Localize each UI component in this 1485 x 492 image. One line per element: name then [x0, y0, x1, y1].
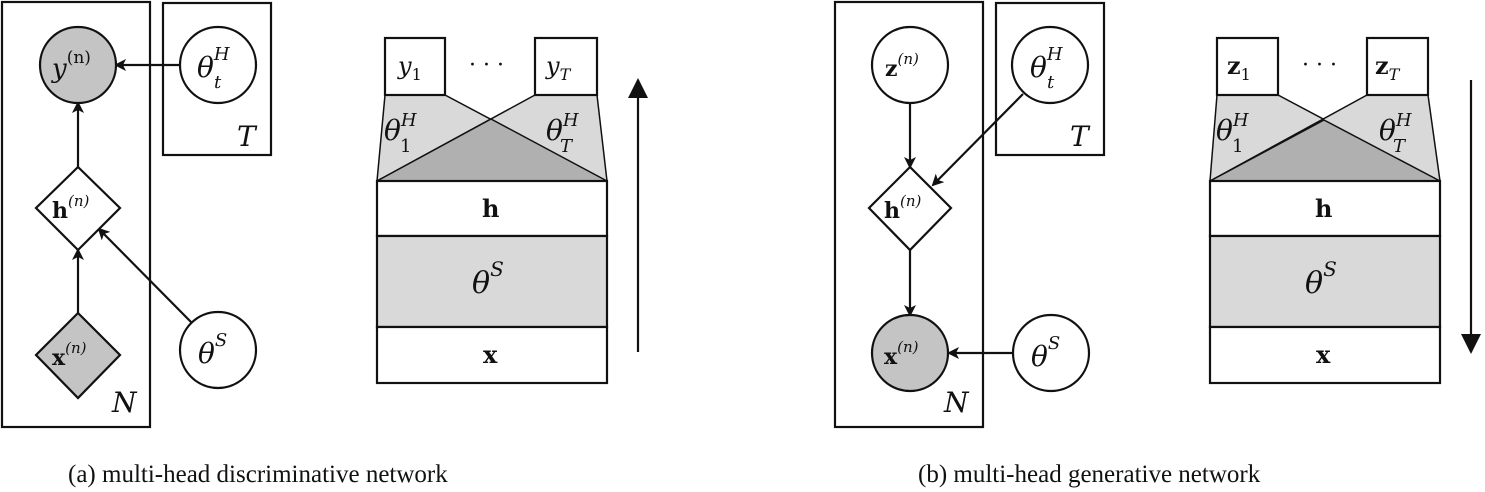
- plate-t-label: T: [1070, 120, 1091, 153]
- edge-theta-h-to-h: [931, 93, 1024, 187]
- stack-b: z1 zT · · · θH 1 θH T h θS x: [1208, 36, 1442, 385]
- ellipsis: · · ·: [1302, 53, 1337, 78]
- edge-theta-s-to-h: [97, 227, 192, 323]
- caption-a: (a) multi-head discriminative network: [68, 461, 448, 488]
- plate-t-label: T: [237, 120, 258, 153]
- node-x: x(n): [870, 313, 950, 393]
- node-theta-t-h: θH t: [178, 25, 258, 105]
- layer-shared: [375, 234, 609, 329]
- svg-text:θH: θH: [1216, 110, 1249, 147]
- svg-text:t: t: [1047, 72, 1055, 93]
- plate-n: [0, 0, 152, 429]
- svg-text:x(n): x(n): [52, 339, 87, 371]
- svg-text:θS: θS: [1031, 333, 1060, 373]
- panel-b: N T z(n) θH t h(n) x(n) θS: [833, 0, 1481, 488]
- svg-text:x(n): x(n): [884, 338, 919, 370]
- svg-text:z1: z1: [1227, 51, 1251, 84]
- svg-text:θS: θS: [1305, 257, 1337, 301]
- node-theta-s: θS: [178, 310, 258, 390]
- layer-h: [375, 179, 609, 238]
- svg-text:θH: θH: [546, 110, 579, 147]
- svg-text:θH: θH: [197, 44, 230, 84]
- svg-text:θS: θS: [472, 257, 504, 301]
- layer-x: [1208, 325, 1442, 385]
- plate-n-label: N: [943, 386, 970, 419]
- svg-text:θH: θH: [1030, 44, 1063, 84]
- svg-text:θH: θH: [1379, 110, 1412, 147]
- svg-text:h(n): h(n): [52, 192, 90, 224]
- node-theta-t-h: θH t: [1010, 25, 1090, 105]
- svg-text:t: t: [214, 72, 222, 93]
- plate-n-label: N: [111, 386, 138, 419]
- caption-b: (b) multi-head generative network: [918, 461, 1261, 488]
- svg-text:θH: θH: [384, 110, 417, 147]
- svg-text:θS: θS: [198, 330, 227, 370]
- svg-text:z(n): z(n): [885, 50, 919, 82]
- head-box-1: [383, 36, 447, 97]
- node-theta-s: θS: [1011, 313, 1091, 393]
- node-x: x(n): [34, 311, 122, 400]
- plate-t: [161, 1, 273, 157]
- svg-text:yT: yT: [545, 52, 572, 84]
- svg-text:T: T: [560, 136, 574, 157]
- head-box-t: [533, 36, 599, 97]
- svg-text:y(n): y(n): [51, 48, 91, 84]
- panel-a: N T y(n) θH t h(n) x(n) θS: [0, 0, 648, 488]
- svg-text:h(n): h(n): [884, 192, 922, 224]
- head-box-t: [1365, 36, 1430, 97]
- svg-text:y1: y1: [397, 52, 422, 84]
- layer-shared: [1208, 234, 1442, 329]
- svg-text:x: x: [483, 340, 498, 369]
- svg-text:T: T: [1393, 136, 1407, 157]
- svg-text:x: x: [1316, 340, 1331, 369]
- node-h: h(n): [867, 165, 953, 252]
- layer-x: [375, 325, 609, 385]
- node-h: h(n): [34, 165, 122, 252]
- plate-t: [994, 1, 1106, 157]
- head-box-1: [1215, 36, 1280, 97]
- plate-n: [833, 0, 985, 429]
- svg-text:zT: zT: [1375, 51, 1401, 84]
- svg-text:1: 1: [400, 136, 411, 157]
- ellipsis: · · ·: [469, 53, 504, 78]
- svg-text:1: 1: [1232, 136, 1243, 157]
- node-y: y(n): [38, 25, 118, 105]
- svg-text:h: h: [482, 194, 499, 223]
- svg-text:h: h: [1315, 194, 1332, 223]
- node-z: z(n): [870, 25, 950, 105]
- stack-a: y1 yT · · · θH 1 θH T h θS x: [375, 36, 609, 385]
